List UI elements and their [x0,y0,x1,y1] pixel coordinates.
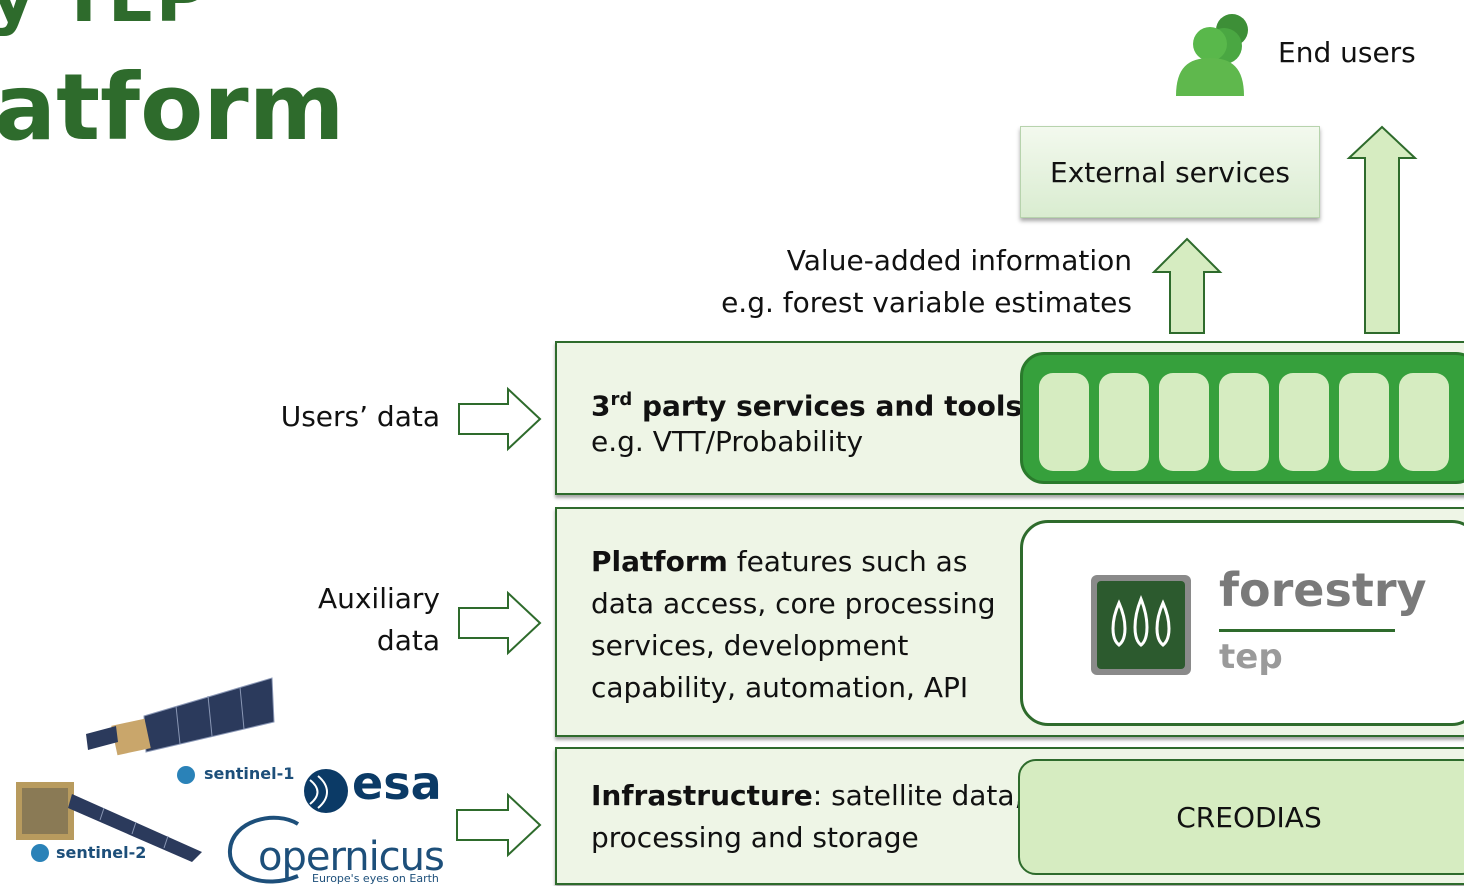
value-added-line1: Value-added information [786,244,1132,277]
logo-divider [1219,629,1395,632]
right-arrow-auxiliary [458,590,542,656]
platform-line1: Platform features such as [591,545,968,578]
sentinel-1-icon [177,766,195,784]
sentinel-2-icon [31,844,49,862]
tool-slot [1099,373,1149,471]
users-icon [1176,14,1248,96]
end-users-label: End users [1278,36,1416,69]
sentinel-2-satellite-image [16,782,202,862]
copernicus-tagline: Europe's eyes on Earth [312,872,439,885]
creodias-label: CREODIAS [1176,800,1322,834]
tool-slot [1399,373,1449,471]
page-title-line1: y TEP [0,0,207,32]
tool-slot [1159,373,1209,471]
value-added-line2: e.g. forest variable estimates [721,286,1132,319]
infrastructure-line2: processing and storage [591,821,919,854]
right-arrow-users-data [458,386,542,452]
esa-logo-text: esa [352,756,442,810]
auxiliary-label-line1: Auxiliary [317,582,440,615]
copernicus-ring-icon [227,815,300,884]
sentinel-1-satellite-image [86,677,275,756]
auxiliary-label-line2: data [376,624,440,657]
copernicus-logo-text: opernicus [258,834,445,880]
tool-slot [1039,373,1089,471]
up-arrow-value-added [1151,237,1223,334]
external-services-label: External services [1050,155,1290,189]
tool-slot [1339,373,1389,471]
platform-line2: data access, core processing [591,587,996,620]
tool-slot [1279,373,1329,471]
right-arrow-satellite-data [456,792,542,858]
sentinel-1-label: sentinel-1 [204,764,295,783]
third-party-title: 3rd party services and tools [591,389,1023,423]
forestry-tep-logo-box: forestry tep [1020,520,1464,726]
users-data-label: Users’ data [280,400,440,433]
platform-line3: services, development [591,629,909,662]
third-party-example: e.g. VTT/Probability [591,425,864,458]
platform-line4: capability, automation, API [591,671,969,704]
external-services-box: External services [1020,126,1320,218]
forestry-leaf-icon [1091,575,1191,675]
infrastructure-line1: Infrastructure: satellite data, [591,779,1024,812]
forestry-logo-word: forestry [1219,563,1427,617]
sentinel-2-label: sentinel-2 [56,843,147,862]
tep-logo-word: tep [1219,637,1283,677]
up-arrow-end-users [1346,125,1418,334]
tool-slot [1219,373,1269,471]
page-title-line2: atform [0,54,345,161]
tools-panel [1020,352,1464,484]
esa-globe-icon [304,769,348,813]
creodias-box: CREODIAS [1018,759,1464,875]
